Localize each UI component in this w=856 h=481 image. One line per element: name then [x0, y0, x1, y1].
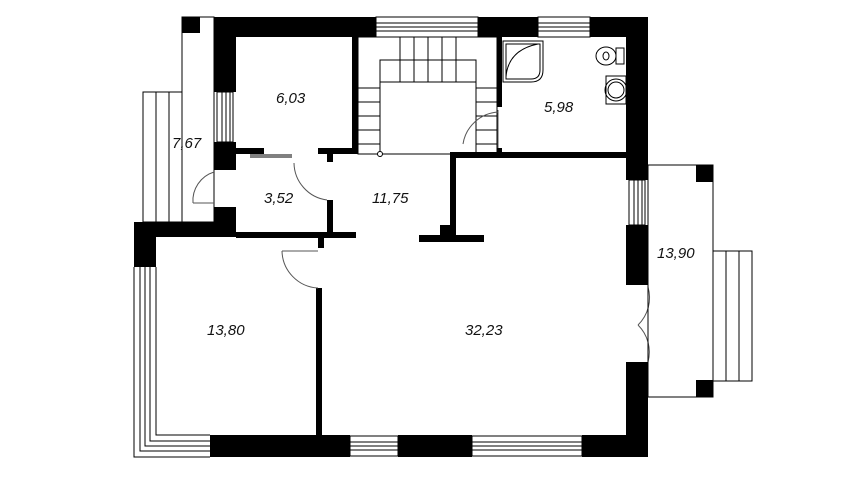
area-label-bathroom: 5,98 [544, 99, 574, 116]
right-terrace [647, 164, 753, 398]
room-labels: 6,03 7,67 3,52 11,75 5,98 13,90 13,80 32… [172, 90, 695, 339]
area-label-room-bottom-left: 13,80 [207, 322, 245, 339]
windows [133, 16, 646, 458]
walls [134, 17, 648, 457]
left-terrace [142, 16, 215, 223]
staircase [357, 36, 498, 157]
area-label-room-top-left: 6,03 [276, 90, 306, 107]
area-label-terrace-right: 13,90 [657, 245, 695, 262]
area-label-living-room: 32,23 [465, 322, 503, 339]
bathroom-fixtures [502, 40, 628, 105]
area-label-hallway-small: 3,52 [264, 190, 294, 207]
area-label-terrace-left: 7,67 [172, 135, 202, 152]
area-label-hall-stair: 11,75 [372, 190, 409, 207]
